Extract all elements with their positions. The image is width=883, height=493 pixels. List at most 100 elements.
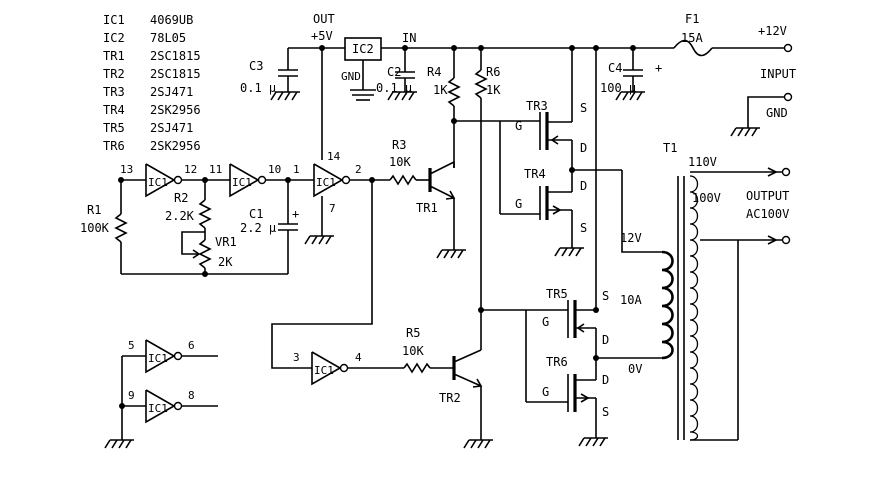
drain-label: D	[602, 373, 609, 387]
tap-0v-label: 0V	[628, 362, 642, 376]
t1-ref: T1	[663, 141, 677, 155]
parts-list-part: 4069UB	[150, 13, 193, 27]
ic2-in-label: IN	[402, 31, 416, 45]
c4-polarity: +	[655, 61, 662, 75]
pin-4: 4	[355, 351, 362, 364]
terminal-ac100v	[781, 235, 791, 245]
terminal-plus12v	[783, 43, 793, 53]
parts-list-part: 2SC1815	[150, 49, 201, 63]
f1-value: 15A	[681, 31, 703, 45]
parts-list: IC1 4069UB IC2 78L05 TR1 2SC1815 TR2 2SC…	[103, 13, 201, 153]
junction-dot	[202, 271, 208, 277]
f1-ref: F1	[685, 12, 699, 26]
source-label: S	[580, 221, 587, 235]
parts-list-ref: TR2	[103, 67, 125, 81]
parts-list-part: 2SJ471	[150, 85, 193, 99]
r1-ref: R1	[87, 203, 101, 217]
plus12v-label: +12V	[758, 24, 787, 38]
oscillator-section: IC1 13 12 IC1 11 10 IC1 1 2 14 7 R1 100K	[80, 150, 390, 275]
ac100v-label: AC100V	[746, 207, 789, 221]
capacitor-c2: C2 0.1 μ	[376, 65, 417, 101]
ic2-label: IC2	[352, 42, 374, 56]
c4-value: 100 μ	[600, 81, 636, 95]
source-label: S	[602, 405, 609, 419]
tap-12v-label: 12V	[620, 231, 642, 245]
pin-2: 2	[355, 163, 362, 176]
parts-list-ref: TR5	[103, 121, 125, 135]
parts-list-part: 2SC1815	[150, 67, 201, 81]
plus5v-label: +5V	[311, 29, 333, 43]
current-10a-label: 10A	[620, 293, 642, 307]
junction-dot	[569, 167, 575, 173]
ic2-regulator: IC2 GND OUT +5V IN	[311, 12, 416, 101]
tr2-label: TR2	[439, 391, 461, 405]
r4-value: 1K	[433, 83, 448, 97]
junction-dot	[402, 45, 408, 51]
terminal-gnd	[783, 92, 793, 102]
parts-list-ref: TR1	[103, 49, 125, 63]
drain-label: D	[602, 333, 609, 347]
c1-value: 2.2 μ	[240, 221, 276, 235]
r6-value: 1K	[486, 83, 501, 97]
ic2-out-label: OUT	[313, 12, 335, 26]
gnd-terminal-label: GND	[766, 106, 788, 120]
vr1-ref: VR1	[215, 235, 237, 249]
transformer-t1: T1 110V 100V 12V 10A 0V OUTPUT AC100V	[620, 141, 791, 441]
tr1-driver: R3 10K TR1	[389, 138, 466, 259]
tap-100v-label: 100V	[692, 191, 721, 205]
r2-value: 2.2K	[165, 209, 195, 223]
gate-label: G	[515, 119, 522, 133]
junction-dot	[593, 307, 599, 313]
source-label: S	[580, 101, 587, 115]
ic1-label: IC1	[148, 402, 168, 415]
c3-value: 0.1 μ	[240, 81, 276, 95]
input-terminals: +12V INPUT GND	[730, 24, 796, 137]
resistor-r4: R4 1K	[427, 65, 461, 168]
vr1-value: 2K	[218, 255, 233, 269]
lower-bridge: G G S D D S TR5 TR6	[481, 48, 662, 447]
tr2-driver: IC1 3 4 R5 10K TR2	[271, 180, 493, 449]
junction-dot	[285, 177, 291, 183]
pin-10: 10	[268, 163, 281, 176]
junction-dot	[451, 45, 457, 51]
pin-12: 12	[184, 163, 197, 176]
tap-110v-label: 110V	[688, 155, 717, 169]
r5-value: 10K	[402, 344, 424, 358]
pin-11: 11	[209, 163, 222, 176]
pin-14: 14	[327, 150, 341, 163]
parts-list-part: 78L05	[150, 31, 186, 45]
junction-dot	[478, 45, 484, 51]
input-label: INPUT	[760, 67, 796, 81]
output-label: OUTPUT	[746, 189, 789, 203]
junction-dot	[202, 177, 208, 183]
parts-list-ref: IC1	[103, 13, 125, 27]
capacitor-c4: C4 100 μ +	[600, 61, 662, 101]
c3-ref: C3	[249, 59, 263, 73]
pin-3: 3	[293, 351, 300, 364]
parts-list-part: 2SK2956	[150, 103, 201, 117]
parts-list-ref: IC2	[103, 31, 125, 45]
r5-ref: R5	[406, 326, 420, 340]
r3-value: 10K	[389, 155, 411, 169]
junction-dot	[118, 177, 124, 183]
ic1-label: IC1	[148, 352, 168, 365]
pin-9: 9	[128, 389, 135, 402]
junction-dot	[119, 403, 125, 409]
tr5-label: TR5	[546, 287, 568, 301]
upper-bridge: G G S D D S TR3 TR4	[454, 48, 622, 257]
drain-label: D	[580, 141, 587, 155]
drain-label: D	[580, 179, 587, 193]
r6-ref: R6	[486, 65, 500, 79]
gate-label: G	[515, 197, 522, 211]
supply-rail	[287, 47, 785, 160]
junction-dot	[593, 355, 599, 361]
tr3-label: TR3	[526, 99, 548, 113]
resistor-r6: R6 1K	[474, 65, 501, 310]
r1-value: 100K	[80, 221, 110, 235]
pin-6: 6	[188, 339, 195, 352]
pin-5: 5	[128, 339, 135, 352]
ic1-label: IC1	[314, 364, 334, 377]
fuse-f1: F1 15A	[673, 12, 713, 57]
ic1-label: IC1	[232, 176, 252, 189]
